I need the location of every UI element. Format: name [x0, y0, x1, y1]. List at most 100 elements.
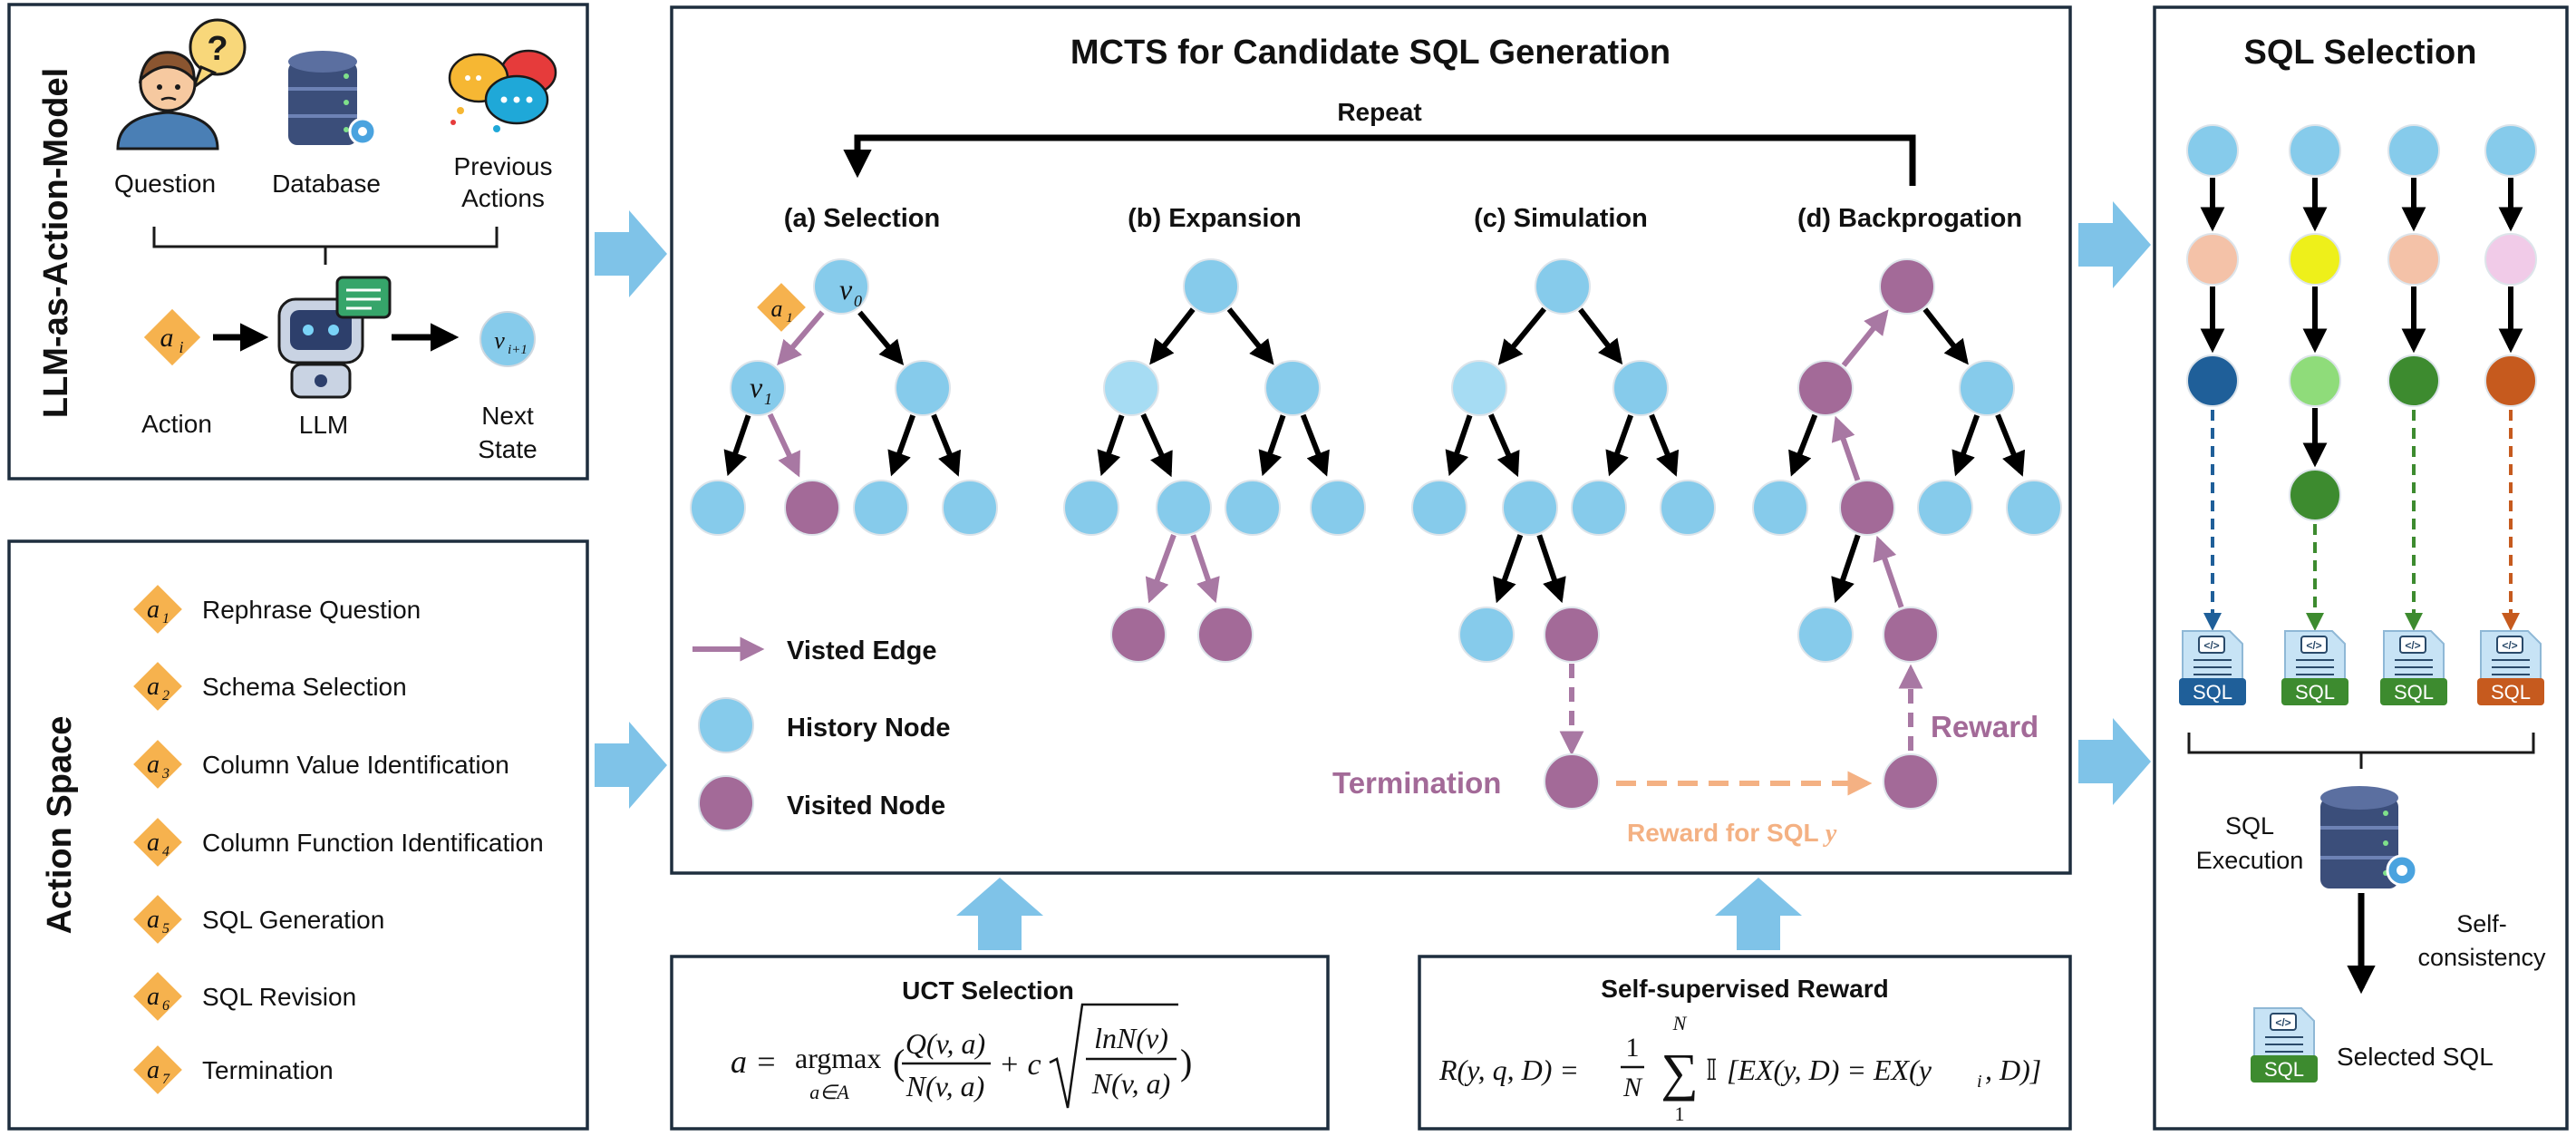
- selected-sql-document-icon: </>SQL: [2251, 1007, 2318, 1083]
- edge-expansion-edge: [1258, 414, 1286, 477]
- svg-text:?: ?: [207, 30, 228, 68]
- edge-expansion-new-left: [1145, 533, 1177, 604]
- edge-selection-root-left: [777, 310, 825, 366]
- edge-expansion-edge: [1097, 414, 1125, 477]
- expansion-leaf-node: [1225, 480, 1281, 536]
- code-glyph: </>: [2405, 639, 2420, 652]
- edge-simulation-edge: [1649, 413, 1680, 477]
- reward-formula: R(y, q, D) = 1 N N ∑ 1 𝕀 [EX(y, D) = EX(…: [1438, 1012, 2041, 1125]
- action-label: Column Function Identification: [202, 829, 544, 857]
- edge-expansion-root-right: [1226, 307, 1274, 365]
- question-label: Question: [114, 170, 216, 198]
- svg-text:[EX(y, D) = EX(y: [EX(y, D) = EX(y: [1727, 1053, 1932, 1086]
- reward-sql-label: Reward for SQL y: [1627, 819, 1837, 848]
- edge-backprop-up: [1831, 415, 1861, 481]
- action-label: Column Value Identification: [202, 751, 509, 779]
- code-glyph: </>: [2306, 639, 2321, 652]
- candidate-sql-document-icon: </> SQL: [2281, 630, 2348, 705]
- v1-sub: 1: [764, 390, 772, 408]
- stage-simulation-label: (c) Simulation: [1474, 204, 1648, 233]
- simulation-node: [1612, 360, 1669, 416]
- expansion-root-node: [1183, 258, 1239, 315]
- action-symbol: a: [147, 983, 160, 1011]
- sql-badge: [2380, 678, 2447, 705]
- svg-text:𝕀: 𝕀: [1706, 1053, 1718, 1086]
- expansion-leaf-node: [1063, 480, 1119, 536]
- tree-edges: [723, 306, 2026, 756]
- candidate-step-node: [2387, 354, 2440, 407]
- next-state-label-1: Next: [481, 402, 534, 430]
- edge-expansion-root-left: [1149, 307, 1196, 365]
- sql-candidate-column-2: </> SQL: [2281, 124, 2348, 705]
- previous-actions-label-1: Previous: [454, 152, 553, 180]
- candidate-step-node: [2186, 124, 2239, 177]
- execution-database-icon: [2320, 786, 2418, 888]
- selection-v1-node: [730, 360, 786, 416]
- expansion-new-node: [1110, 607, 1167, 663]
- svg-text:lnN(v): lnN(v): [1094, 1022, 1168, 1054]
- expansion-leaf-node: [1310, 480, 1366, 536]
- edge-selection-l-lr: [767, 413, 800, 478]
- action-symbol: a: [147, 829, 160, 857]
- selection-visited-leaf-node: [784, 480, 840, 536]
- svg-text:1: 1: [1626, 1033, 1640, 1063]
- legend-history-node: [698, 697, 754, 753]
- action-label: Termination: [202, 1056, 334, 1084]
- repeat-loop-arrow: [843, 134, 1916, 186]
- tree-nodes: [690, 258, 2062, 810]
- edge-backprop-up: [1873, 535, 1904, 608]
- svg-text:+ c: + c: [999, 1048, 1041, 1082]
- candidate-sql-document-icon: </> SQL: [2380, 630, 2447, 705]
- sql-candidate-column-1: </>SQL: [2179, 124, 2246, 705]
- uct-panel: [670, 955, 1330, 1131]
- stage-expansion-label: (b) Expansion: [1128, 204, 1302, 233]
- edge-selection-l-ll: [723, 414, 751, 477]
- svg-text:1: 1: [786, 311, 793, 325]
- action-space-title: Action Space: [41, 716, 79, 935]
- simulation-terminal-node: [1544, 753, 1600, 810]
- arrow-uct-to-mcts: [956, 878, 1043, 950]
- candidate-step-node: [2289, 469, 2341, 521]
- selection-leaf-node: [853, 480, 909, 536]
- sql-badge-label: SQL: [2491, 681, 2531, 704]
- uct-formula: a = argmax a∈A ( Q(v, a) N(v, a) + c lnN…: [731, 1003, 1192, 1109]
- svg-text:N(v, a): N(v, a): [905, 1070, 984, 1102]
- edge-backprop-edge: [1995, 413, 2026, 477]
- simulation-leaf-node: [1660, 480, 1716, 536]
- edge-expansion-new-right: [1190, 534, 1220, 604]
- sql-badge-label: SQL: [2295, 681, 2335, 704]
- action-label: Action: [141, 410, 212, 438]
- candidates-bracket: [2187, 733, 2535, 769]
- action-symbol: a: [147, 751, 160, 779]
- sql-badge-label: SQL: [2394, 681, 2434, 704]
- action-subscript: 7: [162, 1072, 170, 1087]
- edge-expansion-edge: [1300, 413, 1330, 477]
- simulation-leaf-node: [1502, 480, 1558, 536]
- sql-badge-label: SQL: [2193, 681, 2232, 704]
- candidate-step-node: [2387, 233, 2440, 286]
- edge-backprop-edge: [1951, 414, 1980, 477]
- svg-text:Q(v, a): Q(v, a): [905, 1027, 985, 1060]
- action-space-panel: [7, 539, 589, 1131]
- stage-backpropagation-label: (d) Backprogation: [1797, 204, 2022, 233]
- selection-leaf-node: [942, 480, 998, 536]
- arrow-mcts-to-selection-top: [2078, 201, 2151, 288]
- candidate-step-node: [2387, 124, 2440, 177]
- action-subscript: 4: [162, 844, 169, 859]
- action-label: Schema Selection: [202, 673, 407, 701]
- backprop-root-node: [1879, 258, 1935, 315]
- edge-simulation-edge: [1605, 414, 1634, 477]
- svg-text:, D)]: , D)]: [1985, 1053, 2041, 1086]
- action-subscript: 5: [162, 921, 169, 937]
- legend-visited-node: [698, 775, 754, 831]
- legend-visited-label: Visited Node: [787, 791, 945, 820]
- reward-title: Self-supervised Reward: [1601, 975, 1888, 1003]
- backprop-visited-node: [1839, 480, 1895, 536]
- uct-title: UCT Selection: [902, 976, 1074, 1005]
- edge-simulation-edge: [1493, 534, 1524, 604]
- edge-backprop-edge: [1788, 413, 1818, 477]
- code-glyph: </>: [2275, 1016, 2290, 1029]
- candidate-step-node: [2289, 124, 2341, 177]
- expansion-node: [1264, 360, 1321, 416]
- backprop-node: [1959, 360, 2015, 416]
